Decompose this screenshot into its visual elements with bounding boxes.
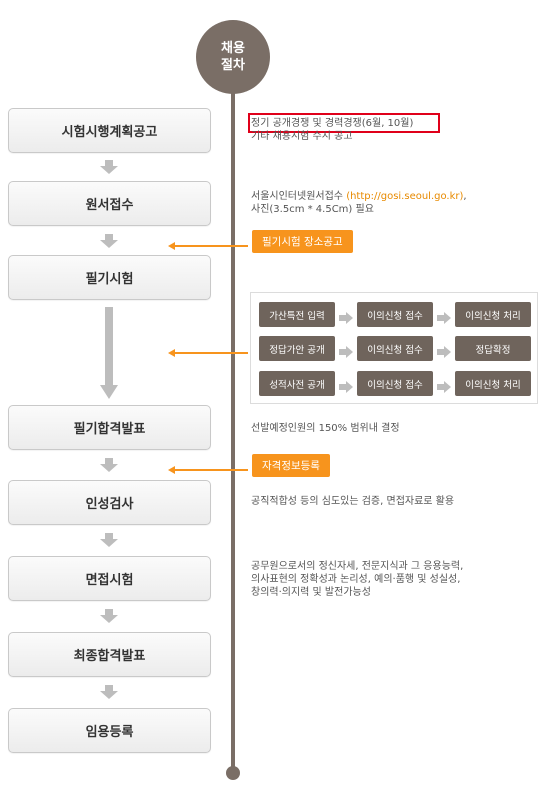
exam-venue-badge: 필기시험 장소공고 bbox=[252, 230, 353, 253]
down-arrow-icon bbox=[100, 234, 118, 248]
written-result-description: 선발예정인원의 150% 범위내 결정 bbox=[251, 423, 400, 434]
detail-chip: 정답가안 공개 bbox=[259, 336, 335, 361]
highlight-box bbox=[248, 113, 440, 133]
process-title-circle: 채용 절차 bbox=[196, 20, 270, 94]
right-arrow-icon bbox=[437, 309, 451, 324]
down-arrow-icon bbox=[100, 533, 118, 547]
down-arrow-icon bbox=[100, 458, 118, 472]
application-text: 서울시인터넷원서접수 bbox=[251, 191, 347, 202]
timeline-end-dot bbox=[226, 766, 240, 780]
written-exam-detail-box: 가산특전 입력 이의신청 접수 이의신청 처리 정답가안 공개 이의신청 접수 … bbox=[250, 292, 538, 404]
detail-chip: 이의신청 처리 bbox=[455, 302, 531, 327]
left-arrow-icon bbox=[168, 236, 248, 250]
step-application: 원서접수 bbox=[8, 181, 211, 226]
detail-chip: 이의신청 처리 bbox=[455, 371, 531, 396]
step-written-exam: 필기시험 bbox=[8, 255, 211, 300]
announcement-line1: 정기 공개경쟁 및 경력경쟁(6월, 10월) bbox=[251, 118, 414, 129]
detail-chip: 이의신청 접수 bbox=[357, 336, 433, 361]
detail-chip: 가산특전 입력 bbox=[259, 302, 335, 327]
step-written-result: 필기합격발표 bbox=[8, 405, 211, 450]
detail-chip: 이의신청 접수 bbox=[357, 302, 433, 327]
right-arrow-icon bbox=[339, 309, 353, 324]
application-photo-note: 사진(3.5cm * 4.5Cm) 필요 bbox=[251, 204, 374, 215]
process-title-line1: 채용 bbox=[221, 41, 245, 56]
right-arrow-icon bbox=[437, 343, 451, 358]
qualification-badge: 자격정보등록 bbox=[252, 454, 330, 477]
left-arrow-icon bbox=[168, 460, 248, 474]
announcement-line2: 기타 채용시험 수시 공고 bbox=[251, 131, 353, 142]
step-interview: 면접시험 bbox=[8, 556, 211, 601]
left-arrow-icon bbox=[168, 343, 248, 357]
right-arrow-icon bbox=[339, 378, 353, 393]
detail-chip: 이의신청 접수 bbox=[357, 371, 433, 396]
personality-description: 공직적합성 등의 심도있는 검증, 면접자료로 활용 bbox=[251, 496, 455, 507]
process-title-line2: 절차 bbox=[221, 58, 245, 73]
step-registration: 임용등록 bbox=[8, 708, 211, 753]
announcement-description: 정기 공개경쟁 및 경력경쟁(6월, 10월) 기타 채용시험 수시 공고 bbox=[251, 117, 413, 143]
step-final-result: 최종합격발표 bbox=[8, 632, 211, 677]
timeline-line bbox=[231, 60, 235, 774]
down-arrow-icon bbox=[100, 685, 118, 699]
interview-line3: 창의력·의지력 및 발전가능성 bbox=[251, 587, 371, 598]
interview-line2: 의사표현의 정확성과 논리성, 예의·품행 및 성실성, bbox=[251, 574, 461, 585]
right-arrow-icon bbox=[339, 343, 353, 358]
application-description: 서울시인터넷원서접수 (http://gosi.seoul.go.kr), 사진… bbox=[251, 190, 467, 216]
application-comma: , bbox=[463, 191, 467, 202]
detail-chip: 성적사전 공개 bbox=[259, 371, 335, 396]
down-arrow-icon bbox=[100, 160, 118, 174]
detail-chip: 정답확정 bbox=[455, 336, 531, 361]
right-arrow-icon bbox=[437, 378, 451, 393]
long-down-arrow-icon bbox=[100, 307, 118, 399]
step-personality-test: 인성검사 bbox=[8, 480, 211, 525]
down-arrow-icon bbox=[100, 609, 118, 623]
interview-line1: 공무원으로서의 정신자세, 전문지식과 그 응용능력, bbox=[251, 561, 464, 572]
application-link[interactable]: (http://gosi.seoul.go.kr) bbox=[346, 191, 464, 202]
interview-description: 공무원으로서의 정신자세, 전문지식과 그 응용능력, 의사표현의 정확성과 논… bbox=[251, 560, 463, 599]
step-exam-announcement: 시험시행계획공고 bbox=[8, 108, 211, 153]
